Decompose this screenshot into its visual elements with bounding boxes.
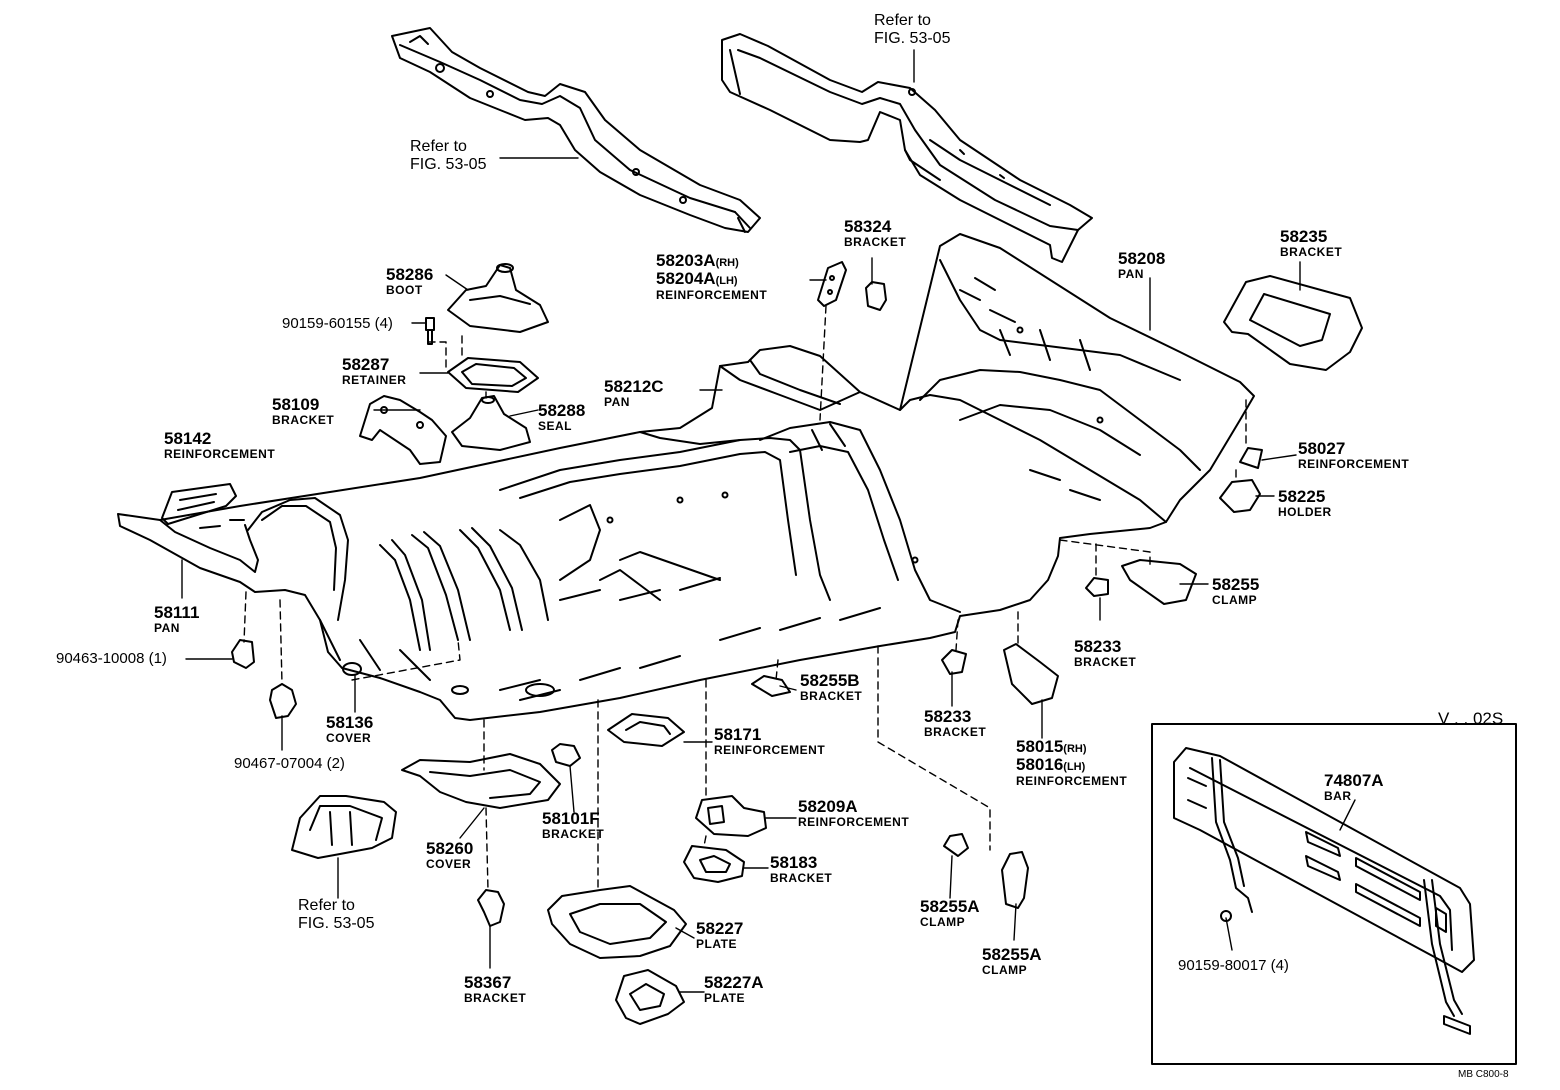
leader-lines xyxy=(181,49,1356,993)
inset-tag: V . . 02S xyxy=(1438,709,1504,728)
part-label-58015-58016: 58015(RH) 58016(LH) REINFORCEMENT xyxy=(1016,737,1128,788)
small-parts xyxy=(161,261,1363,1025)
part-label-90463-10008: 90463-10008 (1) xyxy=(56,650,167,667)
crossmember-right-part xyxy=(721,33,1093,263)
part-label-90467-07004: 90467-07004 (2) xyxy=(234,755,345,772)
figure-code: MB C800-8 xyxy=(1458,1069,1509,1080)
part-label-90159-60155: 90159-60155 (4) xyxy=(282,315,393,332)
floor-pan-assembly xyxy=(117,233,1255,721)
part-label-90159-80017: 90159-80017 (4) xyxy=(1178,957,1289,974)
dashed-lines xyxy=(243,305,1247,891)
crossmember-left-part xyxy=(391,27,761,233)
inset-bar-drawing xyxy=(1151,723,1517,1065)
part-label-58203A-58204A: 58203A(RH) 58204A(LH) REINFORCEMENT xyxy=(656,251,768,302)
